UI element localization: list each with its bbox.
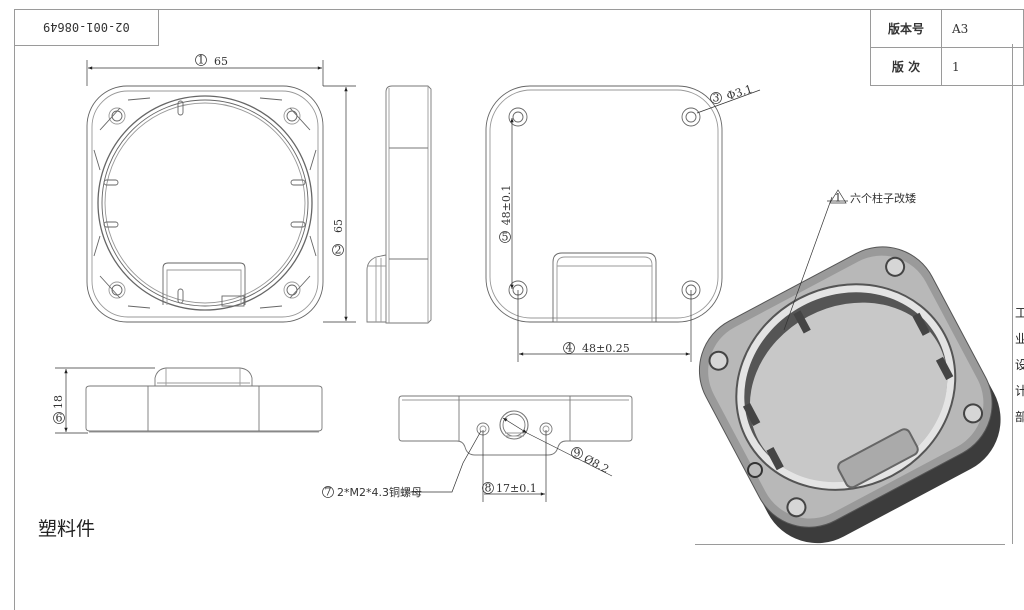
balloon-5: 5	[502, 231, 509, 244]
top-view	[86, 85, 324, 323]
dim-width-65: 65	[214, 55, 228, 68]
balloon-9: 9	[574, 447, 581, 460]
side-notes: 工 业 设 计 部	[1015, 300, 1024, 430]
title-row-version: 版本号 A3	[870, 9, 1024, 48]
dim-height-65: 65	[332, 219, 345, 233]
revision-marker-1: 1	[835, 192, 842, 205]
side-note-char: 部	[1015, 410, 1024, 424]
iso-note-leader	[783, 189, 848, 331]
isometric-view	[698, 246, 1001, 544]
revision-label: 版 次	[870, 47, 942, 86]
frame-right-border	[1012, 44, 1013, 544]
dim-hole-spacing-horizontal: 48±0.25	[582, 342, 630, 355]
balloon-1: 1	[198, 54, 205, 67]
balloon-7: 7	[325, 486, 332, 499]
drawing-canvas: 1 65 2 65 5 48±0.1 4 48±0.25	[52, 54, 1001, 544]
dim-hole-diameter: Φ3.1	[725, 82, 754, 103]
front-view	[85, 367, 323, 433]
drawing-frame	[14, 9, 1024, 610]
rear-view-dimensions	[322, 417, 613, 502]
dim-port-diameter: Ø8.2	[582, 452, 612, 476]
front-view-dimensions	[53, 367, 155, 434]
note-six-posts-lowered: 六个柱子改矮	[850, 191, 916, 205]
title-block: 版本号 A3 版 次 1	[870, 9, 1024, 86]
bottom-view-dimensions	[499, 89, 761, 362]
drawing-number-box: 02-001-08649	[14, 9, 159, 46]
side-note-char: 工	[1015, 306, 1024, 320]
dim-hole-spacing-vertical: 48±0.1	[500, 185, 513, 226]
material-label: 塑料件	[38, 518, 96, 540]
balloon-6: 6	[56, 412, 63, 425]
dim-thickness-18: 18	[52, 395, 65, 409]
balloon-8: 8	[485, 482, 492, 495]
top-view-dimensions	[86, 54, 356, 323]
version-label: 版本号	[870, 9, 942, 48]
balloon-2: 2	[335, 244, 342, 257]
side-note-char: 业	[1015, 332, 1024, 346]
rear-view	[398, 395, 633, 456]
balloon-4: 4	[566, 342, 573, 355]
title-row-revision: 版 次 1	[870, 47, 1024, 86]
balloon-3: 3	[713, 92, 720, 105]
version-value: A3	[941, 9, 1024, 48]
side-note-char: 设	[1015, 358, 1024, 372]
side-view	[366, 85, 432, 324]
revision-value: 1	[941, 47, 1024, 86]
note-copper-insert-nut: 2*M2*4.3铜螺母	[337, 485, 422, 499]
dim-nut-spacing: 17±0.1	[496, 482, 537, 495]
side-note-char: 计	[1015, 384, 1024, 398]
bottom-view	[485, 85, 723, 323]
frame-bottom-border	[695, 544, 1005, 545]
